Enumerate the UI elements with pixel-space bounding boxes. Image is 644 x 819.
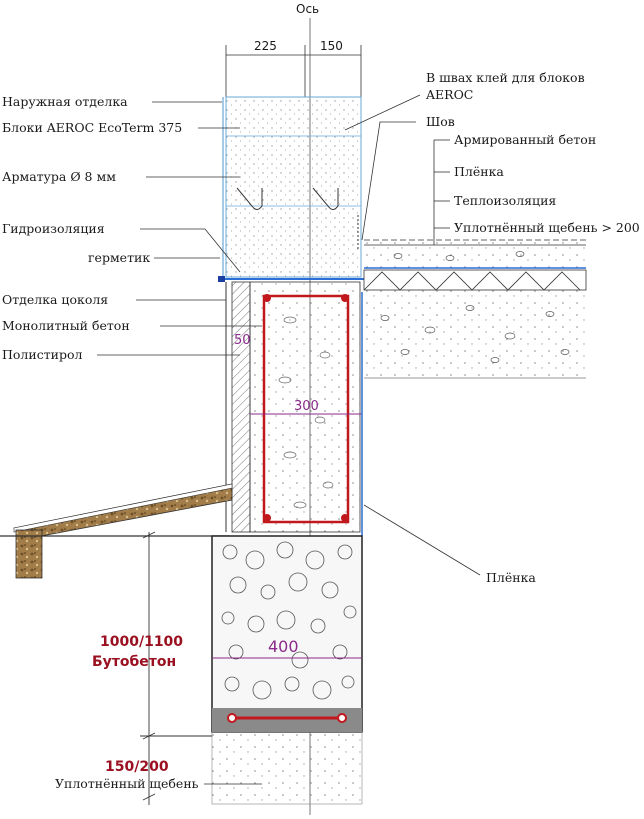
- floor-layers: [363, 239, 587, 379]
- label-reinforced-concrete: Армированный бетон: [454, 132, 596, 147]
- top-dimension: [225, 45, 362, 97]
- dim-wall-inner: 150: [320, 39, 343, 53]
- gravel-bottom: [211, 731, 363, 805]
- label-outer-finish: Наружная отделка: [2, 94, 128, 109]
- label-polystyrene: Полистирол: [2, 347, 82, 362]
- axis-label: Ось: [296, 2, 319, 16]
- waterproofing-line: [218, 276, 364, 282]
- dim-gravel-depth: 150/200: [105, 759, 169, 775]
- label-insulation: Теплоизоляция: [454, 193, 556, 208]
- rebar-hooks: [236, 187, 339, 210]
- left-leaders: [97, 101, 262, 785]
- label-seam: Шов: [426, 114, 455, 129]
- label-film-side: Плёнка: [486, 570, 536, 585]
- right-leaders: [344, 94, 481, 576]
- label-rebar: Арматура Ø 8 мм: [2, 169, 116, 184]
- label-monolithic-concrete: Монолитный бетон: [2, 318, 130, 333]
- label-sealant: герметик: [88, 250, 150, 265]
- label-glue-line1: В швах клей для блоков: [426, 70, 585, 85]
- label-blocks: Блоки AEROC EcoTerm 375: [2, 120, 182, 135]
- dim-polystyrene: 50: [234, 333, 251, 348]
- label-compacted-gravel-bottom: Уплотнённый щебень: [55, 776, 199, 791]
- label-waterproofing: Гидроизоляция: [2, 221, 105, 236]
- label-film-top: Плёнка: [454, 164, 504, 179]
- rubble-concrete-label: Бутобетон: [92, 654, 176, 670]
- dim-foundation-depth: 1000/1100: [100, 634, 183, 650]
- rubble-foundation: [211, 535, 363, 733]
- label-compacted-gravel: Уплотнённый щебень > 200: [454, 220, 640, 235]
- dim-wall-outer: 225: [254, 39, 277, 53]
- depth-dimension: [140, 531, 212, 805]
- label-plinth-finish: Отделка цоколя: [2, 292, 108, 307]
- dim-foundation-width: 400: [268, 637, 299, 656]
- dim-monolith-width: 300: [294, 399, 319, 414]
- blind-area: [13, 483, 233, 579]
- label-glue-line2: AEROC: [425, 87, 473, 102]
- aeroc-wall: [222, 96, 362, 278]
- monolithic-concrete: [249, 281, 361, 533]
